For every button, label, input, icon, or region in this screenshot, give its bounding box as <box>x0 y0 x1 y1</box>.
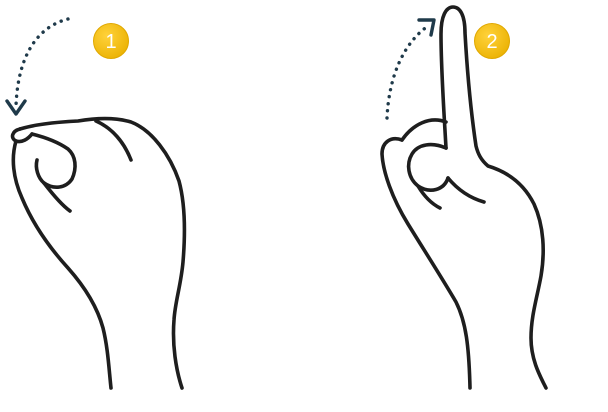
step-2-number: 2 <box>486 31 497 53</box>
dotted-arrow-up-icon <box>385 18 436 120</box>
hand-finger-extended-icon <box>380 5 548 390</box>
step-1-badge: 1 <box>93 23 129 59</box>
dotted-arrow-down-icon <box>5 17 70 116</box>
step-2-group: 2 <box>380 5 548 390</box>
step-1-number: 1 <box>105 31 116 53</box>
step-1-group: 1 <box>5 17 187 390</box>
hand-fingers-curled-icon <box>10 116 187 390</box>
step-2-badge: 2 <box>474 23 510 59</box>
